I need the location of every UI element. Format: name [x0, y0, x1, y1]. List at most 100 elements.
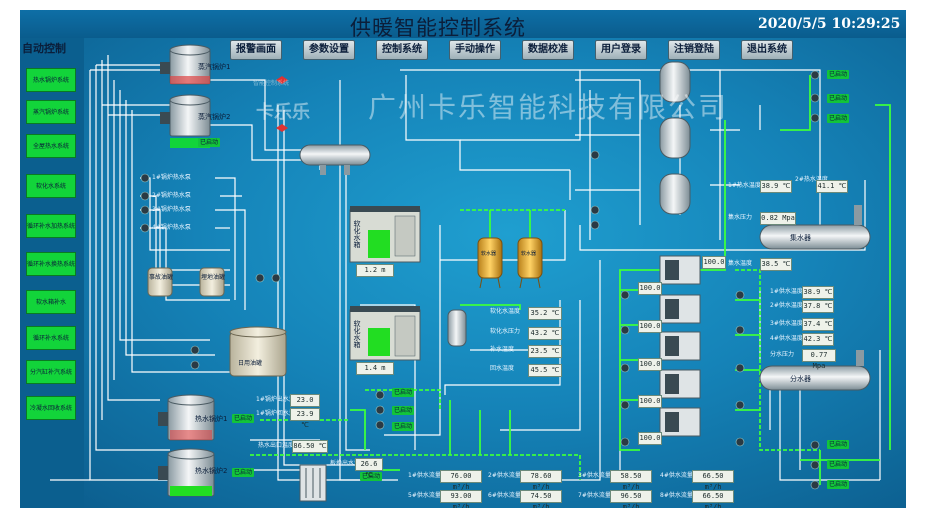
readout-rm-1: 38.9 ℃ [802, 286, 834, 299]
steam-drum [299, 144, 371, 175]
label-steam-boiler-1: 蒸汽锅炉1 [198, 63, 231, 71]
resin-softener-2 [517, 237, 543, 289]
readout-mid-2: 43.2 ℃ [528, 327, 562, 340]
plate-exchanger [299, 464, 327, 502]
label-softwater-1: 软化水箱 [353, 220, 361, 248]
filter-vessel [447, 309, 467, 347]
status-pump-br2: 已启动 [827, 460, 850, 469]
auto-btn-9[interactable]: 分汽缸补汽系统 [26, 360, 76, 384]
nav-control-button[interactable]: 控制系统 [376, 40, 428, 60]
label-softwater-2: 软化水箱 [353, 320, 361, 348]
readout-rt-4: 38.5 ℃ [760, 258, 792, 271]
label-pump-3: 3#锅炉热水泵 [152, 206, 191, 213]
page-title: 供暖智能控制系统 [350, 16, 526, 40]
readout-rm-5: 0.77 Mpa [802, 349, 836, 370]
status-pump-a: 已启动 [392, 388, 415, 397]
readout-boiler-1: 23.0 ℃ [290, 394, 320, 415]
label-mid-1: 软化水温度 [490, 308, 521, 315]
readout-rm-2: 37.8 ℃ [802, 300, 834, 313]
collector-drum [759, 205, 871, 250]
distributor-drum [759, 350, 871, 391]
nav-alarm-button[interactable]: 报警画面 [230, 40, 282, 60]
label-resin-1: 软水器 [481, 251, 497, 257]
readout-boiler-3: 86.50 ℃ [292, 440, 328, 453]
status-pump-tr3: 已启动 [827, 114, 850, 123]
hx-readout-6: 100.0 [638, 432, 662, 445]
valve-icons [276, 76, 288, 132]
label-rm-5: 分水压力 [770, 351, 795, 358]
hx-readout-4: 100.0 [638, 358, 662, 371]
nav-params-button[interactable]: 参数设置 [303, 40, 355, 60]
auto-btn-7[interactable]: 软水箱补水 [26, 290, 76, 314]
readout-rt-2: 41.1 ℃ [816, 180, 848, 193]
status-pump-c: 已启动 [392, 422, 415, 431]
watermark-sub: 智能控制系统 [253, 80, 290, 87]
status-pump-tr1: 已启动 [827, 70, 850, 79]
label-pump-1: 1#锅炉热水泵 [152, 174, 191, 181]
status-pump-br3: 已启动 [827, 480, 850, 489]
hx-readout-2: 100.0 [638, 282, 662, 295]
steam-boiler-1 [160, 44, 211, 85]
readout-bottom-7: 96.50 m³/h [610, 490, 652, 508]
hot-water-boiler-2 [158, 448, 215, 497]
auto-btn-8[interactable]: 循环补水系统 [26, 326, 76, 350]
auto-btn-3[interactable]: 全屋热水系统 [26, 134, 76, 158]
label-rt-1: 1#热水温度 [728, 182, 761, 189]
hx-readout-5: 100.0 [638, 395, 662, 408]
auto-btn-1[interactable]: 热水锅炉系统 [26, 68, 76, 92]
softwater-tank-2 [349, 306, 421, 361]
readout-bottom-5: 93.00 m³/h [440, 490, 482, 508]
label-resin-2: 软水器 [521, 251, 537, 257]
label-bottom-5: 5#供水流量 [408, 492, 441, 499]
auto-btn-4[interactable]: 软化水系统 [26, 174, 76, 198]
label-boiler-4: 板换出水温度 [330, 460, 367, 467]
auto-btn-2[interactable]: 蒸汽锅炉系统 [26, 100, 76, 124]
label-mid-2: 软化水压力 [490, 328, 521, 335]
status-steam-boiler-2: 已启动 [198, 138, 221, 147]
status-hot-boiler-1: 已启动 [232, 414, 255, 423]
tank-level-2: 1.4 m [356, 362, 394, 375]
readout-rt-1: 38.9 ℃ [760, 180, 792, 193]
label-boiler-3: 热水出口温度 [258, 442, 295, 449]
readout-mid-3: 23.5 ℃ [528, 345, 562, 358]
auto-btn-10[interactable]: 冷凝水回收系统 [26, 396, 76, 420]
label-rm-2: 2#供水温度 [770, 302, 803, 309]
label-hot-boiler-2: 热水锅炉2 [195, 467, 228, 475]
softwater-tank-1 [349, 206, 421, 263]
label-rt-2: 2#热水温度 [795, 176, 828, 183]
label-rm-1: 1#供水温度 [770, 288, 803, 295]
readout-rm-4: 42.3 ℃ [802, 333, 834, 346]
status-plate-exchanger: 已启动 [360, 472, 383, 481]
label-bottom-7: 7#供水流量 [578, 492, 611, 499]
watermark-company: 广州卡乐智能科技有限公司 [368, 91, 729, 124]
nav-logout-button[interactable]: 注销登陆 [668, 40, 720, 60]
label-bottom-2: 2#供水流量 [488, 472, 521, 479]
nav-exit-button[interactable]: 退出系统 [741, 40, 793, 60]
auto-btn-5[interactable]: 循环补水加热系统 [26, 214, 76, 238]
steam-boiler-2 [160, 94, 211, 148]
hx-readout-1: 100.0 [702, 256, 726, 269]
label-bottom-6: 6#供水流量 [488, 492, 521, 499]
status-pump-tr2: 已启动 [827, 94, 850, 103]
label-boiler-1: 1#锅炉出水温度 [256, 396, 301, 403]
label-bottom-8: 8#供水流量 [660, 492, 693, 499]
nav-manual-button[interactable]: 手动操作 [449, 40, 501, 60]
label-pump-2: 2#锅炉热水泵 [152, 192, 191, 199]
label-collector: 集水器 [790, 234, 811, 242]
label-rt-3: 集水压力 [728, 214, 753, 221]
auto-btn-6[interactable]: 循环补水换热系统 [26, 252, 76, 276]
nav-login-button[interactable]: 用户登录 [595, 40, 647, 60]
readout-mid-4: 45.5 ℃ [528, 364, 562, 377]
auto-control-title: 自动控制 [22, 42, 66, 55]
nav-calibrate-button[interactable]: 数据校准 [522, 40, 574, 60]
label-boiler-2: 1#锅炉回水温度 [256, 410, 301, 417]
tank-level-1: 1.2 m [356, 264, 394, 277]
readout-bottom-8: 66.50 m³/h [692, 490, 734, 508]
readout-boiler-2: 23.9 ℃ [290, 408, 320, 429]
label-rm-3: 3#供水温度 [770, 320, 803, 327]
label-distributor: 分水器 [790, 375, 811, 383]
label-oil-daily: 日用油罐 [238, 360, 263, 367]
readout-bottom-3: 58.50 m³/h [610, 470, 652, 491]
status-pump-br1: 已启动 [827, 440, 850, 449]
label-pump-4: 4#锅炉热水泵 [152, 224, 191, 231]
